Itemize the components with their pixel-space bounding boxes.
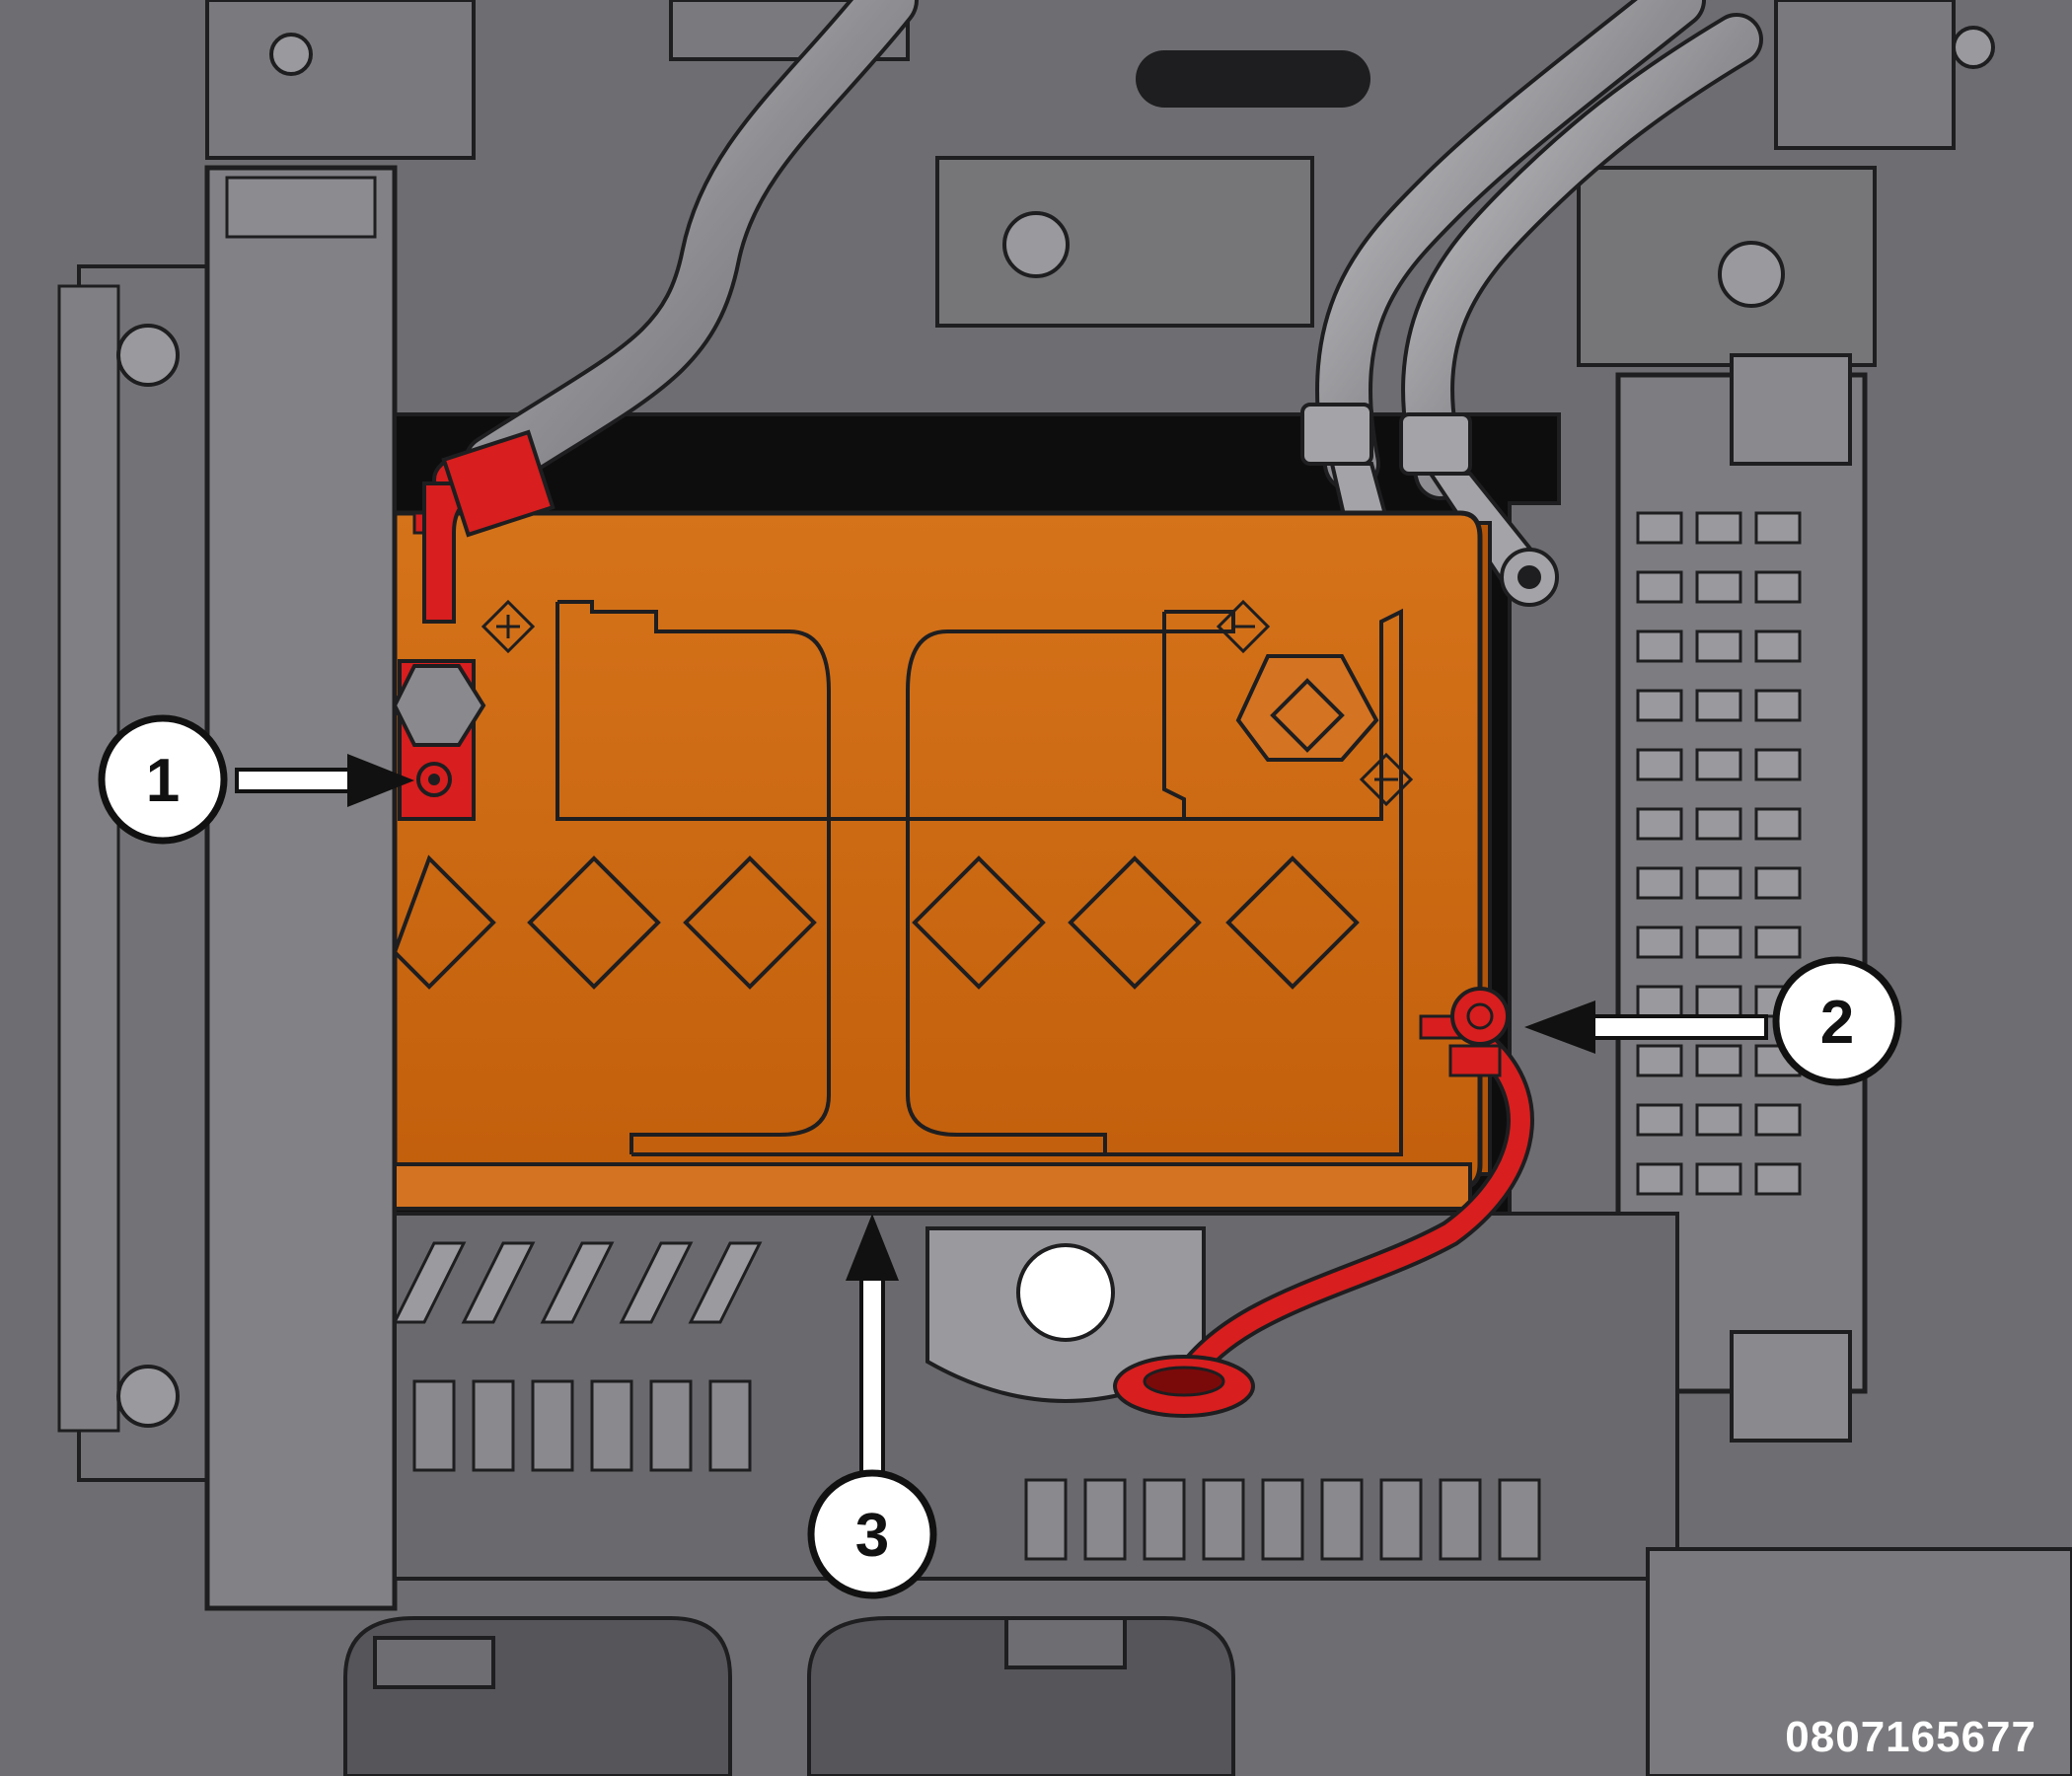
battery-diamond-pattern (392, 854, 1360, 990)
callout-1: 1 (98, 714, 414, 845)
positive-terminal (392, 659, 486, 821)
gray-cable-harness (463, 0, 1763, 500)
callout-3: 3 (807, 1214, 937, 1599)
lower-tray (392, 1212, 1679, 1581)
bolt-icon (116, 324, 180, 387)
bolt-icon (1952, 26, 1995, 69)
bottom-housings (343, 1547, 2072, 1776)
battery (392, 510, 1492, 1211)
vent-fitting (1419, 987, 1510, 1077)
bolt-icon (1718, 241, 1785, 308)
vent-tube (1113, 1032, 1534, 1418)
figure-id: 0807165677 (1785, 1713, 2036, 1761)
vent-plug-icon (1235, 654, 1379, 762)
callout-1-label: 1 (146, 747, 180, 815)
bolt-icon (1002, 211, 1070, 278)
positive-symbol-icon (481, 599, 536, 654)
callout-2: 2 (1524, 956, 1902, 1086)
callout-2-label: 2 (1820, 989, 1854, 1057)
callout-3-label: 3 (855, 1502, 889, 1570)
negative-symbol-icon (1216, 599, 1414, 807)
bolt-icon (116, 1365, 180, 1428)
left-pillar (204, 165, 398, 1611)
bolt-icon (269, 33, 313, 76)
positive-cable (412, 429, 555, 624)
